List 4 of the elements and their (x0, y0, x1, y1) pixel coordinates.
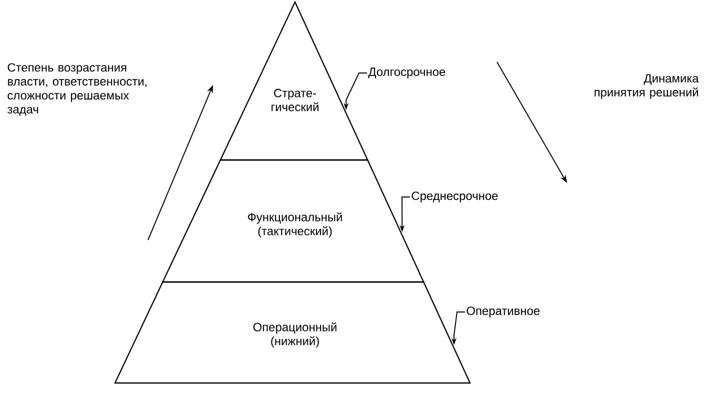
note-text: Степень возрастания власти, ответственности, сложности решаемых задач (7, 63, 147, 116)
term-label: Долгосрочное (368, 68, 446, 78)
term-label: Среднесрочное (412, 192, 498, 202)
note-text: Динамика принятия решений (594, 74, 699, 99)
